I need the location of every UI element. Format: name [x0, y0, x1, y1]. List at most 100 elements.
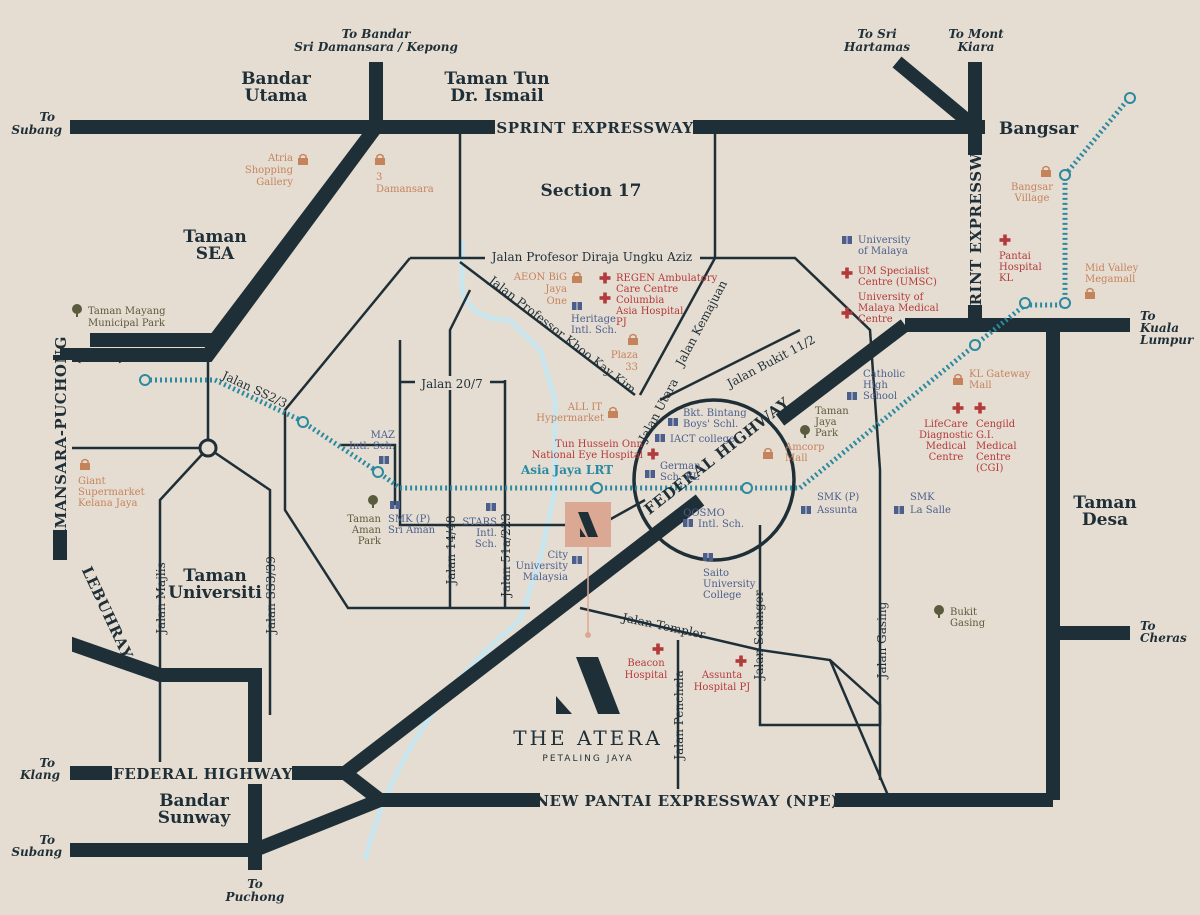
svg-text:MAZ: MAZ — [371, 430, 395, 441]
svg-text:Medical: Medical — [976, 441, 1017, 452]
lrt-station — [741, 482, 753, 494]
cross-icon — [735, 655, 747, 667]
svg-text:33: 33 — [625, 362, 638, 373]
lrt-station — [1124, 92, 1136, 104]
book-icon — [645, 470, 655, 478]
svg-text:To Sri: To Sri — [857, 27, 897, 41]
svg-text:Taman: Taman — [1073, 493, 1136, 513]
lrt-station — [139, 374, 151, 386]
svg-text:Hospital PJ: Hospital PJ — [694, 682, 751, 693]
svg-text:Subang: Subang — [11, 123, 62, 137]
tree-icon — [934, 605, 944, 618]
the-atera-location-marker[interactable] — [565, 502, 611, 638]
svg-text:Sri Aman: Sri Aman — [388, 525, 436, 536]
book-icon — [801, 506, 811, 514]
river — [362, 240, 558, 861]
svg-text:LifeCare: LifeCare — [924, 419, 968, 430]
svg-text:Village: Village — [1014, 193, 1050, 204]
svg-text:Columbia: Columbia — [616, 295, 664, 306]
svg-text:Utama: Utama — [245, 86, 308, 106]
svg-text:University: University — [858, 235, 911, 246]
svg-text:Jalan Kemajuan: Jalan Kemajuan — [672, 278, 730, 371]
cross-icon — [599, 272, 611, 284]
svg-text:Jalan Templer: Jalan Templer — [619, 610, 707, 642]
svg-text:Malaya Medical: Malaya Medical — [858, 303, 939, 314]
svg-text:Intl. Sch.: Intl. Sch. — [571, 325, 617, 336]
svg-text:KL Gateway: KL Gateway — [969, 369, 1031, 380]
lrt-station — [297, 416, 309, 428]
book-icon — [655, 434, 665, 442]
book-icon — [572, 556, 582, 564]
tree-icon — [800, 425, 810, 438]
brand-name: THE ATERA — [513, 726, 663, 750]
shopping-bag-icon — [607, 406, 619, 419]
svg-text:Atria: Atria — [267, 153, 293, 164]
shopping-bag-icon — [627, 333, 639, 346]
svg-text:PJ: PJ — [616, 317, 627, 328]
svg-text:Intl.: Intl. — [476, 528, 497, 539]
svg-text:Megamall: Megamall — [1085, 274, 1135, 285]
svg-text:Taman Tun: Taman Tun — [444, 69, 549, 89]
svg-text:Taman: Taman — [347, 514, 381, 525]
asia-jaya-lrt-label: Asia Jaya LRT — [520, 463, 613, 477]
svg-text:SMK (P): SMK (P) — [817, 492, 859, 503]
svg-text:Hospital: Hospital — [999, 262, 1042, 273]
svg-text:Tun Hussein Onn: Tun Hussein Onn — [555, 439, 644, 450]
sprint-expressway-label: SPRINT EXPRESSWAY — [496, 119, 693, 137]
book-icon — [486, 503, 496, 511]
cross-icon — [952, 402, 964, 414]
cross-icon — [841, 267, 853, 279]
svg-text:Bandar: Bandar — [159, 791, 230, 811]
svg-text:SMK (P): SMK (P) — [388, 514, 430, 525]
npe-label: NEW PANTAI EXPRESSWAY (NPE) — [535, 792, 838, 810]
tree-icon — [368, 495, 378, 508]
svg-text:G.I.: G.I. — [976, 430, 994, 441]
svg-text:Boys' Schl.: Boys' Schl. — [683, 419, 738, 430]
book-icon — [842, 236, 852, 244]
lrt-station — [969, 339, 981, 351]
cross-icon — [652, 643, 664, 655]
the-atera-logo: THE ATERA PETALING JAYA — [513, 657, 663, 764]
svg-text:To: To — [247, 877, 263, 891]
svg-text:Malaysia: Malaysia — [523, 572, 568, 583]
svg-text:Hospital: Hospital — [625, 670, 668, 681]
svg-text:Klang: Klang — [19, 768, 60, 782]
svg-text:Jaya: Jaya — [814, 417, 837, 428]
lrt-station — [1019, 297, 1031, 309]
svg-text:(CGI): (CGI) — [976, 463, 1003, 474]
svg-text:Centre: Centre — [929, 452, 964, 463]
area-labels: Bandar Utama Taman Tun Dr. Ismail Bangsa… — [158, 69, 1137, 828]
svg-text:University: University — [703, 579, 756, 590]
interchange-ring — [632, 398, 796, 562]
lrt-station — [1059, 169, 1071, 181]
svg-text:One: One — [546, 296, 567, 307]
svg-text:University: University — [516, 561, 569, 572]
svg-text:Beacon: Beacon — [627, 658, 665, 669]
svg-text:College: College — [703, 590, 741, 601]
svg-text:German: German — [660, 461, 701, 472]
svg-text:Diagnostic: Diagnostic — [919, 430, 973, 441]
svg-text:Care Centre: Care Centre — [616, 284, 678, 295]
svg-text:Saito: Saito — [703, 568, 729, 579]
svg-text:Sch. KL: Sch. KL — [660, 472, 700, 483]
cross-icon — [841, 307, 853, 319]
svg-text:To: To — [1140, 619, 1156, 633]
svg-text:REGEN Ambulatory: REGEN Ambulatory — [616, 273, 718, 284]
svg-text:Jalan Majlis: Jalan Majlis — [154, 562, 168, 636]
svg-text:Sunway: Sunway — [158, 808, 232, 828]
svg-text:Jalan SS3/39: Jalan SS3/39 — [264, 556, 278, 636]
svg-text:Lumpur: Lumpur — [1139, 333, 1195, 347]
points-of-interest: Atria Shopping Gallery 3 Damansara AEON … — [72, 153, 1139, 693]
svg-text:Giant: Giant — [78, 476, 106, 487]
svg-text:Park: Park — [358, 536, 382, 547]
roundabout — [198, 438, 218, 458]
svg-text:Jalan Penchala: Jalan Penchala — [672, 670, 686, 761]
svg-text:To: To — [39, 833, 55, 847]
svg-text:QOSMO: QOSMO — [683, 508, 725, 519]
svg-text:Taman: Taman — [183, 227, 246, 247]
svg-text:Assunta: Assunta — [816, 505, 857, 516]
svg-text:Jalan 14/48: Jalan 14/48 — [444, 515, 458, 586]
svg-text:Jalan 20/7: Jalan 20/7 — [419, 377, 482, 391]
svg-text:Catholic: Catholic — [863, 369, 905, 380]
